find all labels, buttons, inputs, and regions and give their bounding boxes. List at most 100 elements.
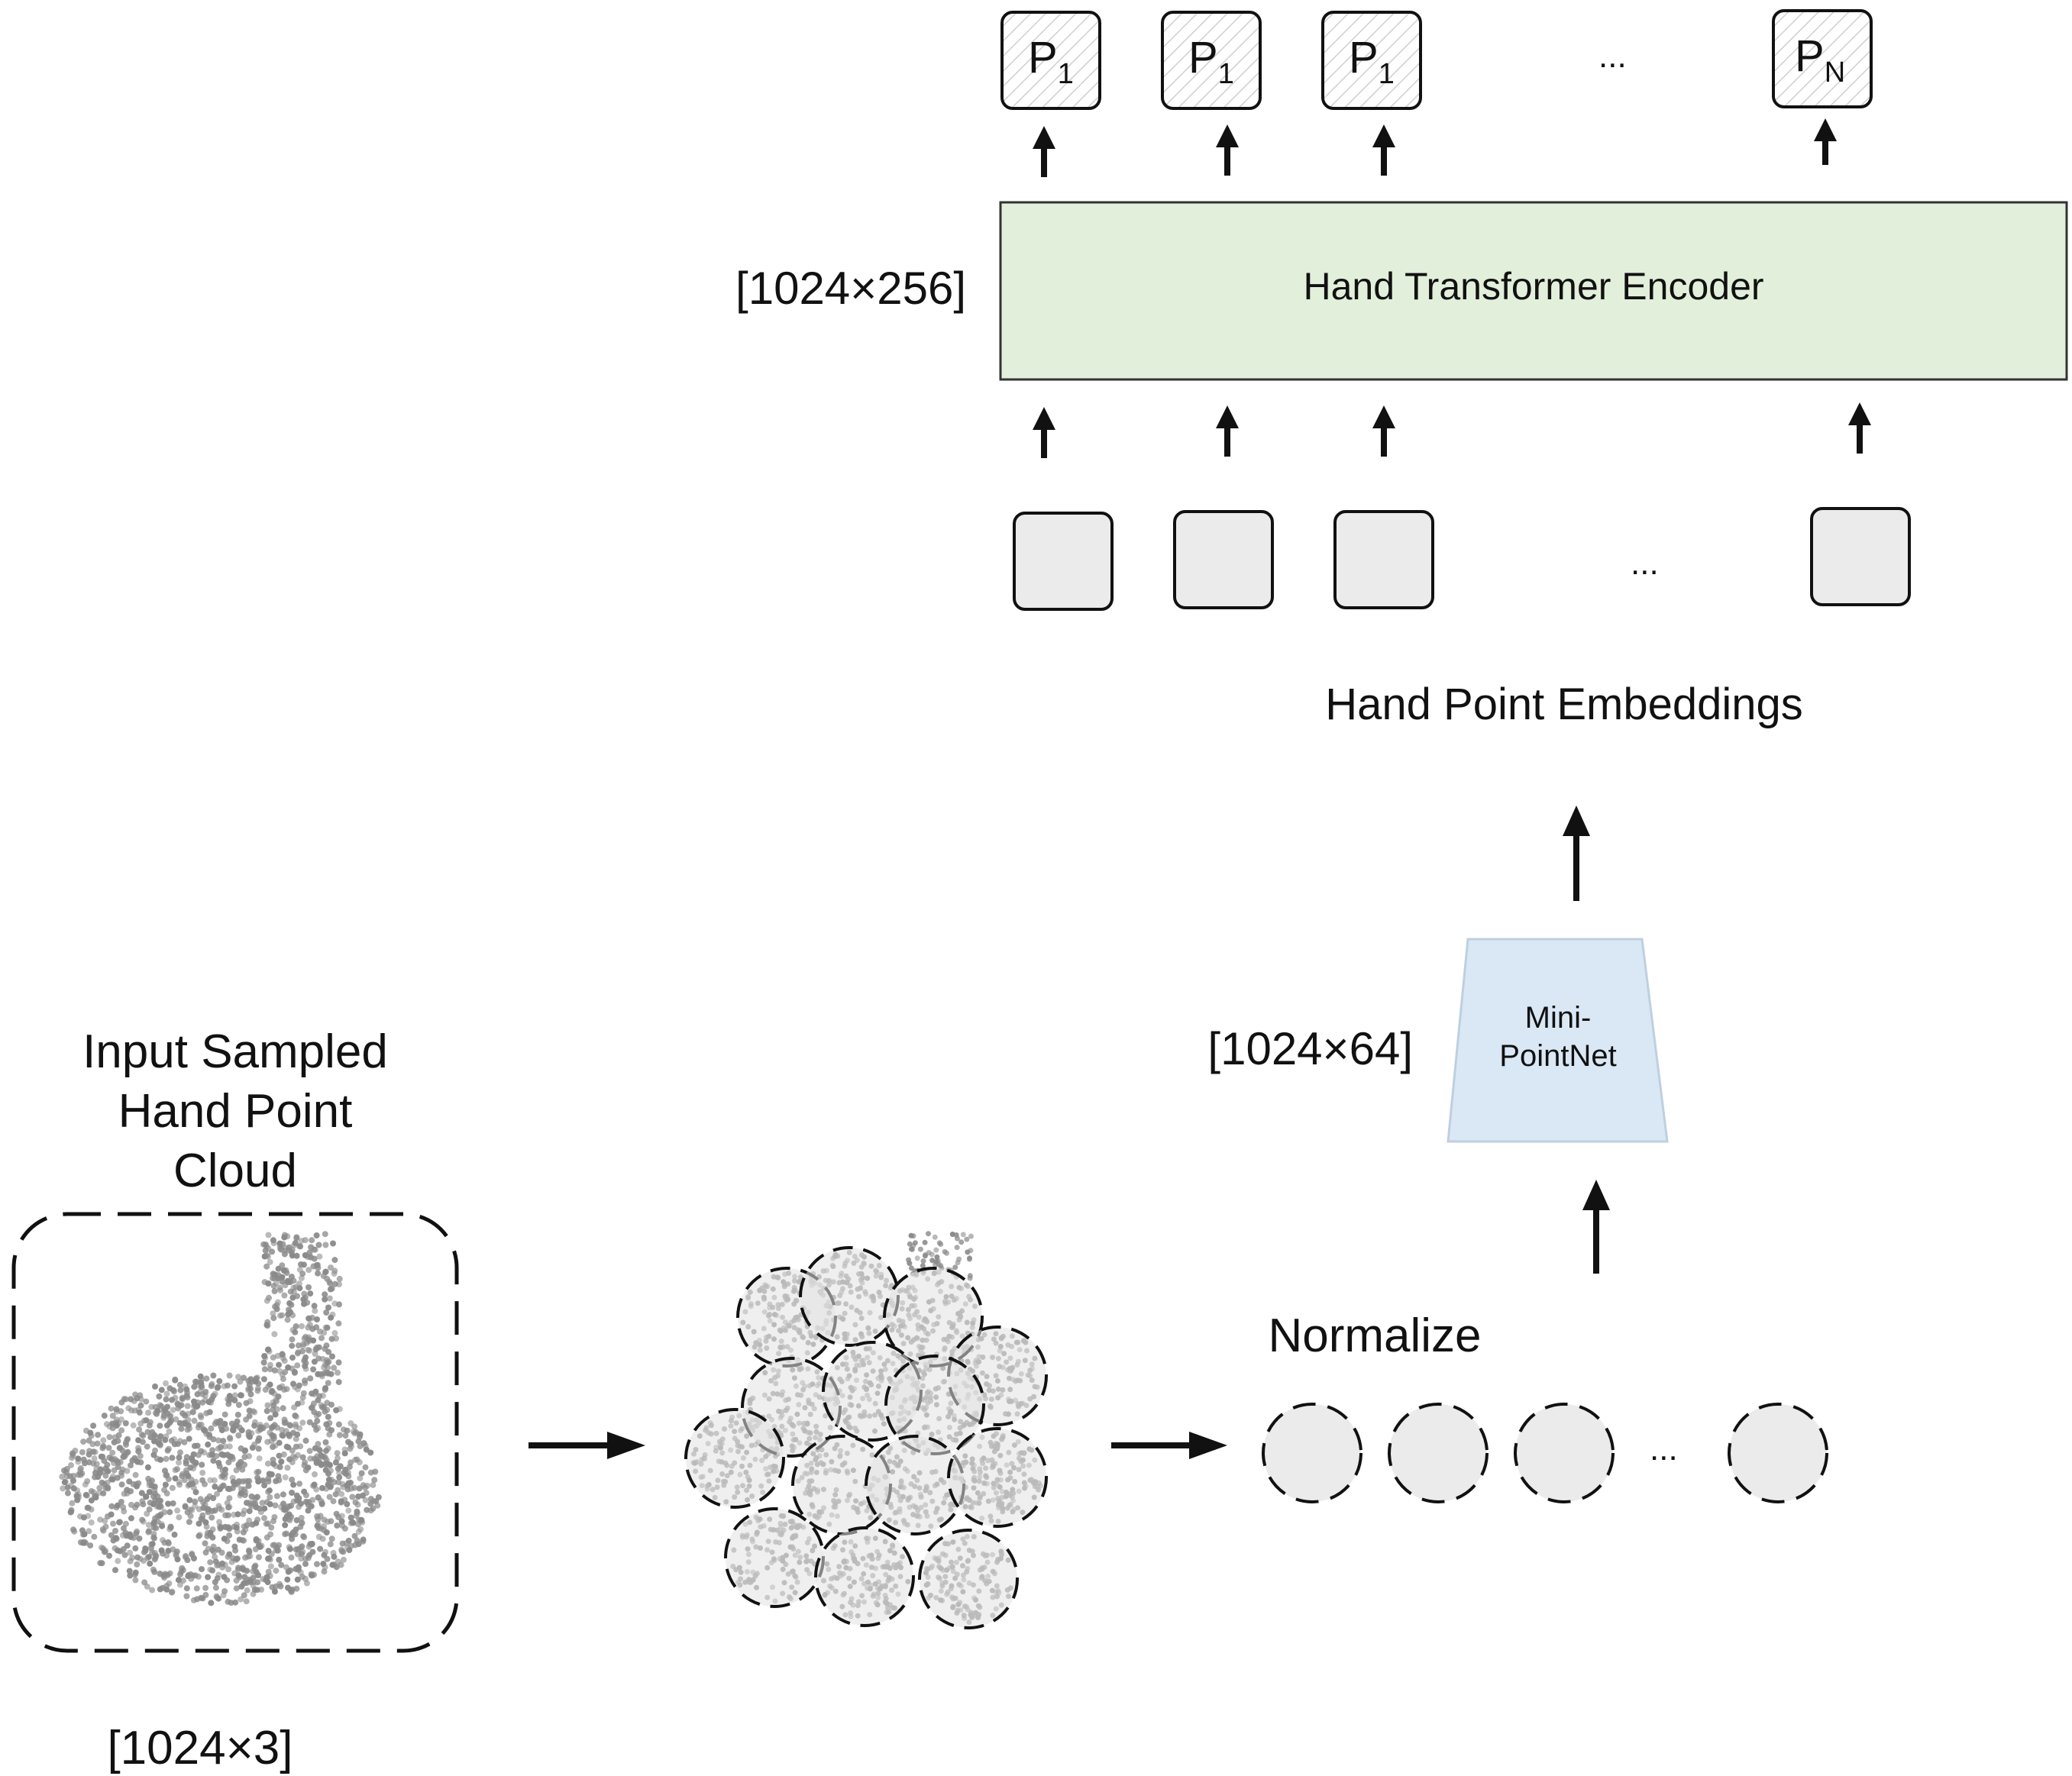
point [262,1355,269,1361]
point [206,1409,213,1416]
group-circle [724,1507,825,1608]
point [312,1388,319,1395]
point [186,1435,192,1442]
point [87,1429,94,1436]
point [205,1441,212,1448]
point [347,1445,354,1452]
output-token-n: PN [1772,9,1873,108]
point [64,1473,70,1480]
point [97,1516,104,1523]
point [362,1464,369,1471]
point [914,1255,920,1261]
point [933,1247,939,1253]
point [92,1494,99,1501]
point [322,1345,328,1352]
point [302,1252,309,1258]
point [145,1522,152,1528]
point [358,1470,365,1477]
point [302,1237,309,1244]
point [245,1483,252,1489]
embeddings-label: Hand Point Embeddings [1325,680,1803,729]
point [321,1552,328,1558]
point [150,1566,157,1573]
point [302,1467,309,1474]
point [141,1579,148,1586]
point [241,1448,248,1455]
input-shape-label: [1024×3] [107,1722,293,1774]
point [109,1449,116,1456]
point [303,1580,310,1587]
point [288,1274,295,1280]
point [311,1303,318,1309]
point [257,1422,263,1429]
point [300,1296,307,1303]
output-token-label: PN [1795,31,1845,89]
point [949,1232,955,1237]
point [367,1507,374,1514]
point [318,1335,325,1342]
point [357,1431,364,1438]
point [292,1413,299,1419]
point [244,1587,251,1594]
point [273,1302,280,1309]
point [314,1418,321,1424]
point [266,1487,273,1494]
point [208,1425,215,1432]
point [345,1439,351,1445]
point [267,1381,273,1388]
point [252,1378,259,1385]
point [325,1413,331,1420]
point [231,1392,238,1399]
point [296,1266,303,1273]
point [955,1260,961,1266]
point [209,1567,216,1574]
point [289,1336,296,1343]
point [255,1542,262,1548]
point [86,1528,92,1535]
point [171,1531,178,1538]
point [189,1552,196,1558]
point [225,1485,231,1492]
point [139,1516,146,1523]
point [149,1541,156,1548]
point [229,1484,236,1491]
point [162,1406,169,1413]
point [929,1258,936,1264]
point [325,1481,331,1488]
point [327,1468,334,1474]
point [303,1499,309,1505]
point [91,1455,98,1462]
point [150,1493,157,1500]
point [333,1335,340,1342]
point [130,1422,137,1429]
point [308,1541,315,1547]
point [209,1534,216,1541]
point [322,1564,328,1571]
point [320,1273,327,1280]
point [127,1549,134,1556]
point [231,1511,238,1518]
point [347,1420,354,1427]
point [352,1456,359,1463]
point [264,1253,271,1260]
point [339,1523,346,1529]
point [186,1497,193,1503]
point [210,1458,217,1464]
point [280,1241,286,1248]
point [325,1380,331,1387]
point [314,1561,320,1568]
point [327,1541,334,1548]
point [302,1377,309,1384]
point [79,1449,86,1455]
point [289,1535,296,1542]
point [345,1507,352,1514]
point [195,1424,202,1431]
point [245,1432,252,1439]
point [331,1364,338,1371]
point [234,1411,241,1418]
point [124,1542,131,1549]
point [306,1448,313,1455]
point [328,1371,335,1377]
output-token-3: P1 [1321,11,1422,110]
point [145,1529,152,1535]
